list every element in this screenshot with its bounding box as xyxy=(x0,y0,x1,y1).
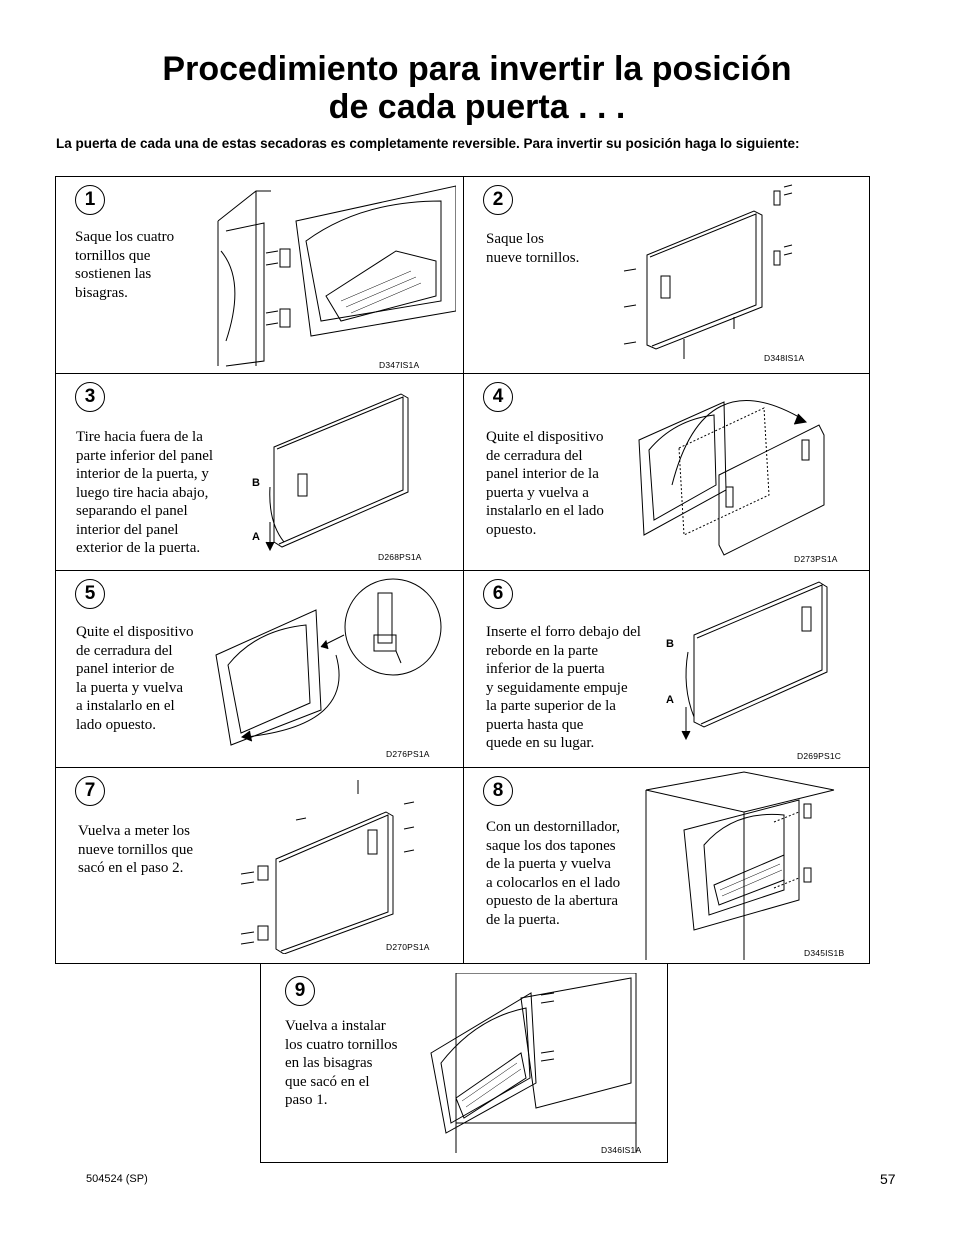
step-8: 8 Con un destornillador,saque los dos ta… xyxy=(463,768,870,964)
intro-text: La puerta de cada una de estas secadoras… xyxy=(56,136,800,151)
figure-code: D270PS1A xyxy=(386,942,430,952)
page-title: Procedimiento para invertir la posición … xyxy=(0,50,954,126)
cabinet-plugs-icon xyxy=(645,771,835,960)
step-number: 1 xyxy=(75,185,105,215)
door-screws-reinstall-icon xyxy=(240,780,415,954)
door-nine-screws-icon xyxy=(623,184,793,359)
figure-code: D269PS1C xyxy=(797,751,842,761)
title-line-2: de cada puerta . . . xyxy=(328,88,626,126)
label-a: A xyxy=(252,531,260,543)
hinge-screws-removal-icon xyxy=(217,185,456,367)
page-number: 57 xyxy=(880,1171,896,1187)
figure-code: D348IS1A xyxy=(764,353,805,363)
step-number: 7 xyxy=(75,776,105,806)
step-number: 5 xyxy=(75,579,105,609)
latch-detail-icon xyxy=(215,578,442,746)
step-number: 4 xyxy=(483,382,513,412)
step-number: 3 xyxy=(75,382,105,412)
step-number: 9 xyxy=(285,976,315,1006)
step-number: 6 xyxy=(483,579,513,609)
figure-code: D346IS1A xyxy=(601,1145,642,1155)
title-line-1: Procedimiento para invertir la posición xyxy=(162,50,792,88)
figure-code: D345IS1B xyxy=(804,948,845,958)
step-number: 2 xyxy=(483,185,513,215)
label-b: B xyxy=(252,477,260,489)
liner-insert-icon: B A xyxy=(666,581,828,741)
figure-code: D268PS1A xyxy=(378,552,422,562)
document-number: 504524 (SP) xyxy=(86,1173,148,1185)
figure-code: D347IS1A xyxy=(379,360,420,370)
figure-code: D276PS1A xyxy=(386,749,430,759)
panel-flip-icon xyxy=(638,400,825,556)
label-b: B xyxy=(666,638,674,650)
label-a: A xyxy=(666,694,674,706)
figure-code: D273PS1A xyxy=(794,554,838,564)
door-reinstall-icon xyxy=(430,973,637,1153)
step-number: 8 xyxy=(483,776,513,806)
panel-separation-icon: B A xyxy=(252,393,409,552)
step-text: Con un destornillador,saque los dos tapo… xyxy=(486,819,621,928)
